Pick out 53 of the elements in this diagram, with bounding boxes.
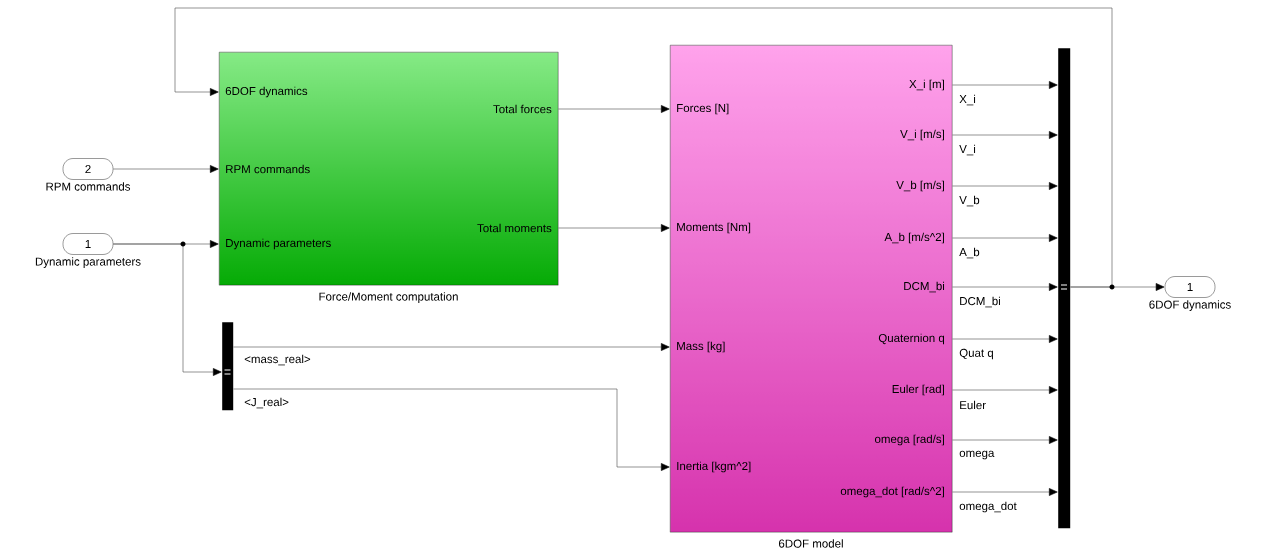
- port-label: Moments [Nm]: [677, 222, 751, 234]
- port-label: Quaternion q: [878, 333, 945, 345]
- signal-label: omega_dot: [958, 500, 1018, 514]
- port-terminal: 1: [62, 233, 114, 255]
- signal-arrow: [233, 343, 670, 351]
- block-caption: 6DOF dynamics: [1149, 300, 1231, 311]
- signal-arrow: [952, 436, 1058, 444]
- signal-arrow: [952, 81, 1058, 89]
- signal-arrow: [112, 165, 219, 173]
- port-label: V_b [m/s]: [896, 180, 944, 192]
- port-label: Dynamic parameters: [226, 238, 331, 250]
- signal-label: <mass_real>: [243, 353, 312, 367]
- block-caption: RPM commands: [46, 182, 131, 191]
- port-terminal: 2: [62, 158, 114, 180]
- signal-label: DCM_bi: [958, 295, 1002, 309]
- signal-arrow: [952, 283, 1058, 291]
- signal-label: V_b: [958, 194, 981, 208]
- port-label: Euler [rad]: [892, 384, 944, 396]
- signal-label: A_b: [958, 246, 981, 260]
- port-label: RPM commands: [226, 164, 310, 174]
- signal-arrow: [952, 234, 1058, 242]
- port-label: Mass [kg]: [677, 341, 725, 353]
- block-caption: 6DOF model: [779, 539, 843, 548]
- block-caption: Force/Moment computation: [319, 292, 458, 303]
- signal-arrow: [112, 243, 222, 376]
- signal-arrow: [952, 131, 1058, 139]
- port-label: Total moments: [477, 223, 552, 233]
- signal-label: omega: [958, 449, 996, 461]
- signal-arrow: [558, 224, 670, 232]
- port-label: V_i [m/s]: [900, 129, 944, 141]
- port-label: A_b [m/s^2]: [884, 232, 944, 244]
- signal-arrow: [558, 105, 670, 113]
- signal-label: X_i: [958, 93, 977, 107]
- port-label: 6DOF dynamics: [225, 86, 308, 98]
- signal-arrow: [952, 386, 1058, 394]
- port-label: Inertia [kgm^2]: [677, 461, 751, 473]
- signal-arrow: [952, 182, 1058, 190]
- port-terminal: 1: [1164, 276, 1216, 298]
- port-label: Forces [N]: [677, 103, 729, 115]
- port-label: omega_dot [rad/s^2]: [840, 486, 944, 498]
- signal-arrow: [174, 7, 1113, 288]
- signal-label: Quat q: [958, 347, 995, 361]
- port-label: DCM_bi: [904, 281, 944, 293]
- signal-label: V_i: [958, 143, 977, 157]
- signal-label: Euler: [958, 399, 988, 411]
- signal-arrow: [952, 488, 1058, 496]
- port-label: omega [rad/s]: [875, 434, 944, 446]
- block-caption: Dynamic parameters: [35, 257, 141, 268]
- port-label: X_i [m]: [909, 79, 944, 91]
- signal-arrow: [233, 388, 670, 471]
- signal-label: <J_real>: [243, 396, 290, 410]
- signal-arrow: [952, 335, 1058, 343]
- port-label: Total forces: [493, 104, 552, 114]
